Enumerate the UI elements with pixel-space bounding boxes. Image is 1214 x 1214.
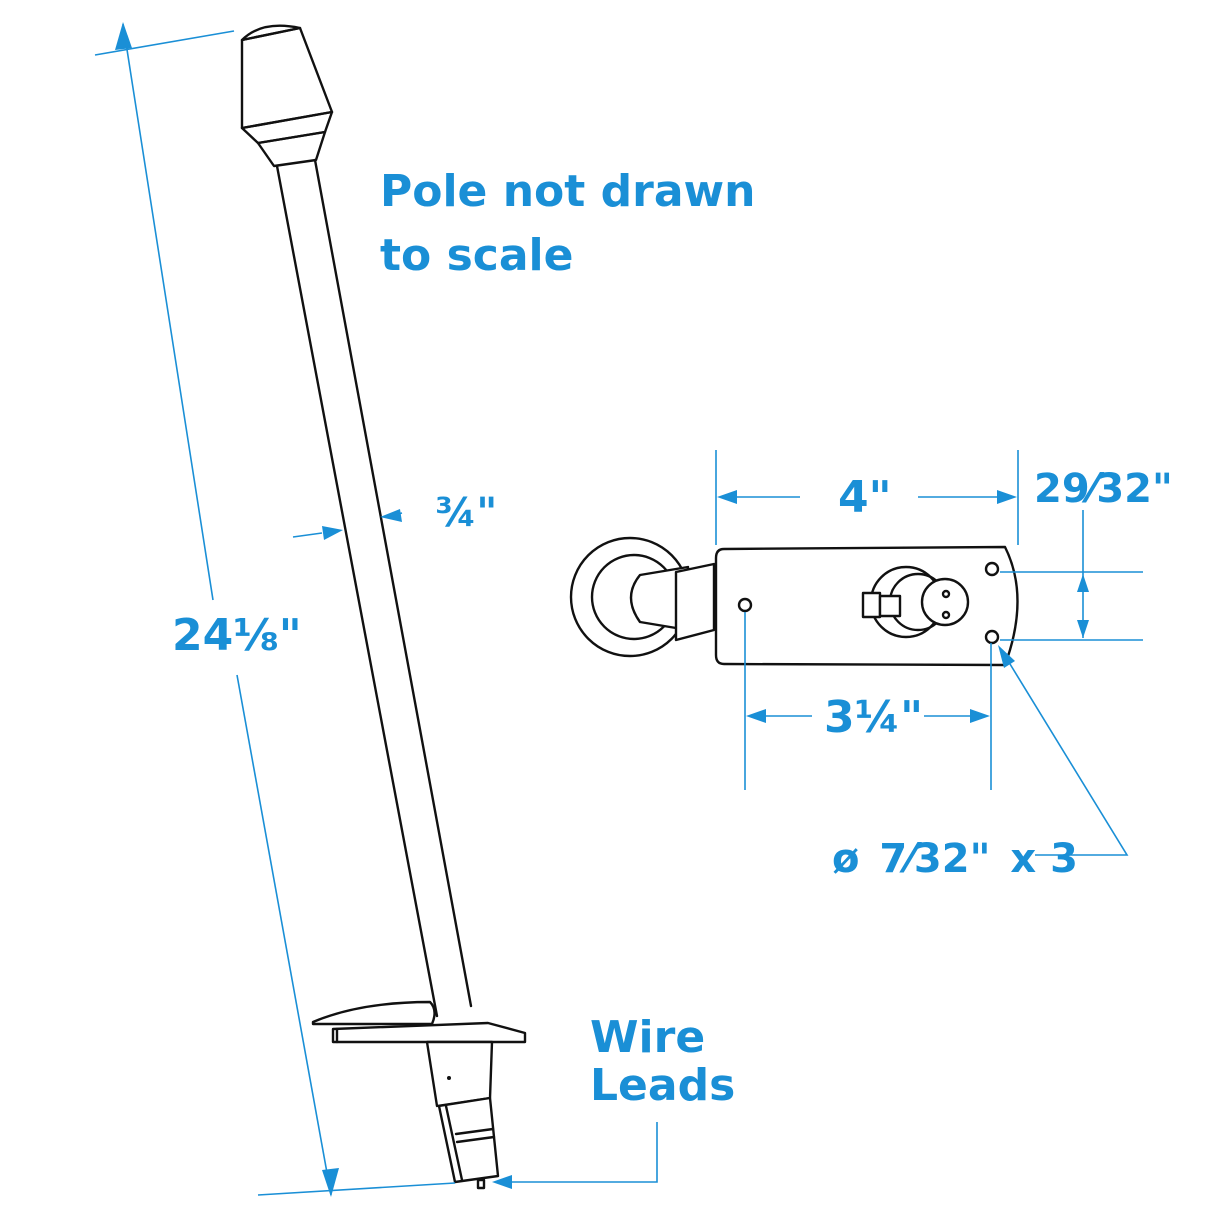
arrow-right-icon bbox=[970, 709, 990, 723]
scale-note-line-1: Pole not drawn bbox=[380, 166, 755, 217]
socket-latch bbox=[861, 591, 882, 619]
arrow-down-icon bbox=[1077, 620, 1089, 638]
scale-note-line-2: to scale bbox=[380, 230, 573, 281]
pole-length-dimension: 24⅛" bbox=[94, 22, 456, 1197]
socket-face bbox=[920, 577, 970, 627]
hole-diameter-label: ø 7⁄32" x 3 bbox=[832, 836, 1078, 882]
hole-spacing-horizontal-label: 3¼" bbox=[824, 692, 923, 743]
plug-band-2 bbox=[455, 1135, 496, 1144]
pole-shaft-left bbox=[275, 164, 439, 1018]
scale-note: Pole not drawn to scale bbox=[380, 166, 755, 281]
pole-length-label: 24⅛" bbox=[172, 610, 302, 661]
socket-pin-2 bbox=[941, 610, 951, 620]
arrow-left-icon bbox=[380, 509, 402, 522]
wire-lead-tip bbox=[476, 1178, 486, 1190]
light-head-lens bbox=[240, 26, 334, 130]
hole-spacing-horizontal-dimension: 3¼" bbox=[744, 612, 992, 790]
mounting-base-top-view bbox=[569, 536, 1019, 667]
base-length-dimension: 4" bbox=[715, 450, 1019, 545]
arrow-up-icon bbox=[115, 22, 132, 50]
mount-hole-top-right bbox=[984, 561, 1000, 577]
deck-collar-top bbox=[311, 1000, 436, 1026]
pole-shaft-right bbox=[313, 158, 473, 1008]
plug-upper bbox=[425, 1040, 494, 1108]
base-length-label: 4" bbox=[838, 472, 892, 523]
hole-diameter-leader bbox=[1009, 663, 1129, 856]
flange-stem bbox=[629, 565, 690, 632]
pole-diameter-label: ¾" bbox=[435, 490, 497, 536]
socket-pin-1 bbox=[941, 589, 951, 599]
arrow-up-left-icon bbox=[998, 645, 1015, 668]
socket-latch-inner bbox=[878, 594, 902, 618]
plug-rivet bbox=[447, 1076, 451, 1080]
wire-leads-callout: Wire Leads bbox=[492, 1012, 735, 1189]
mount-hole-left bbox=[737, 597, 753, 613]
hole-diameter-callout: ø 7⁄32" x 3 bbox=[832, 645, 1129, 882]
pole-assembly bbox=[240, 24, 527, 1190]
plug-inner-edge bbox=[444, 1104, 464, 1182]
pole-length-line-bottom bbox=[236, 674, 332, 1196]
pole-diameter-dimension: ¾" bbox=[292, 490, 497, 540]
deck-plate bbox=[331, 1021, 527, 1044]
diameter-symbol: ø bbox=[832, 836, 859, 882]
wire-leads-line-1: Wire bbox=[590, 1012, 705, 1063]
wire-leads-line-2: Leads bbox=[590, 1060, 735, 1111]
hole-spacing-vertical-dimension: 29⁄32" bbox=[1000, 466, 1173, 641]
swivel-collar bbox=[674, 562, 716, 642]
mount-hole-bottom-right bbox=[984, 629, 1000, 645]
hole-count: x 3 bbox=[1010, 836, 1078, 882]
arrow-down-icon bbox=[322, 1168, 339, 1197]
arrow-left-icon bbox=[746, 709, 766, 723]
arrow-right-icon bbox=[322, 526, 343, 540]
arrow-right-icon bbox=[997, 490, 1017, 504]
arrow-up-icon bbox=[1077, 574, 1089, 592]
hole-spacing-vertical-label: 29⁄32" bbox=[1034, 466, 1173, 512]
hole-diameter-value: 7⁄32" bbox=[879, 836, 990, 882]
plug-band-1 bbox=[454, 1127, 495, 1136]
arrow-left-icon bbox=[717, 490, 737, 504]
wire-leads-leader bbox=[510, 1122, 658, 1183]
pole-length-line-top bbox=[122, 23, 214, 601]
arrow-left-icon bbox=[492, 1175, 512, 1189]
